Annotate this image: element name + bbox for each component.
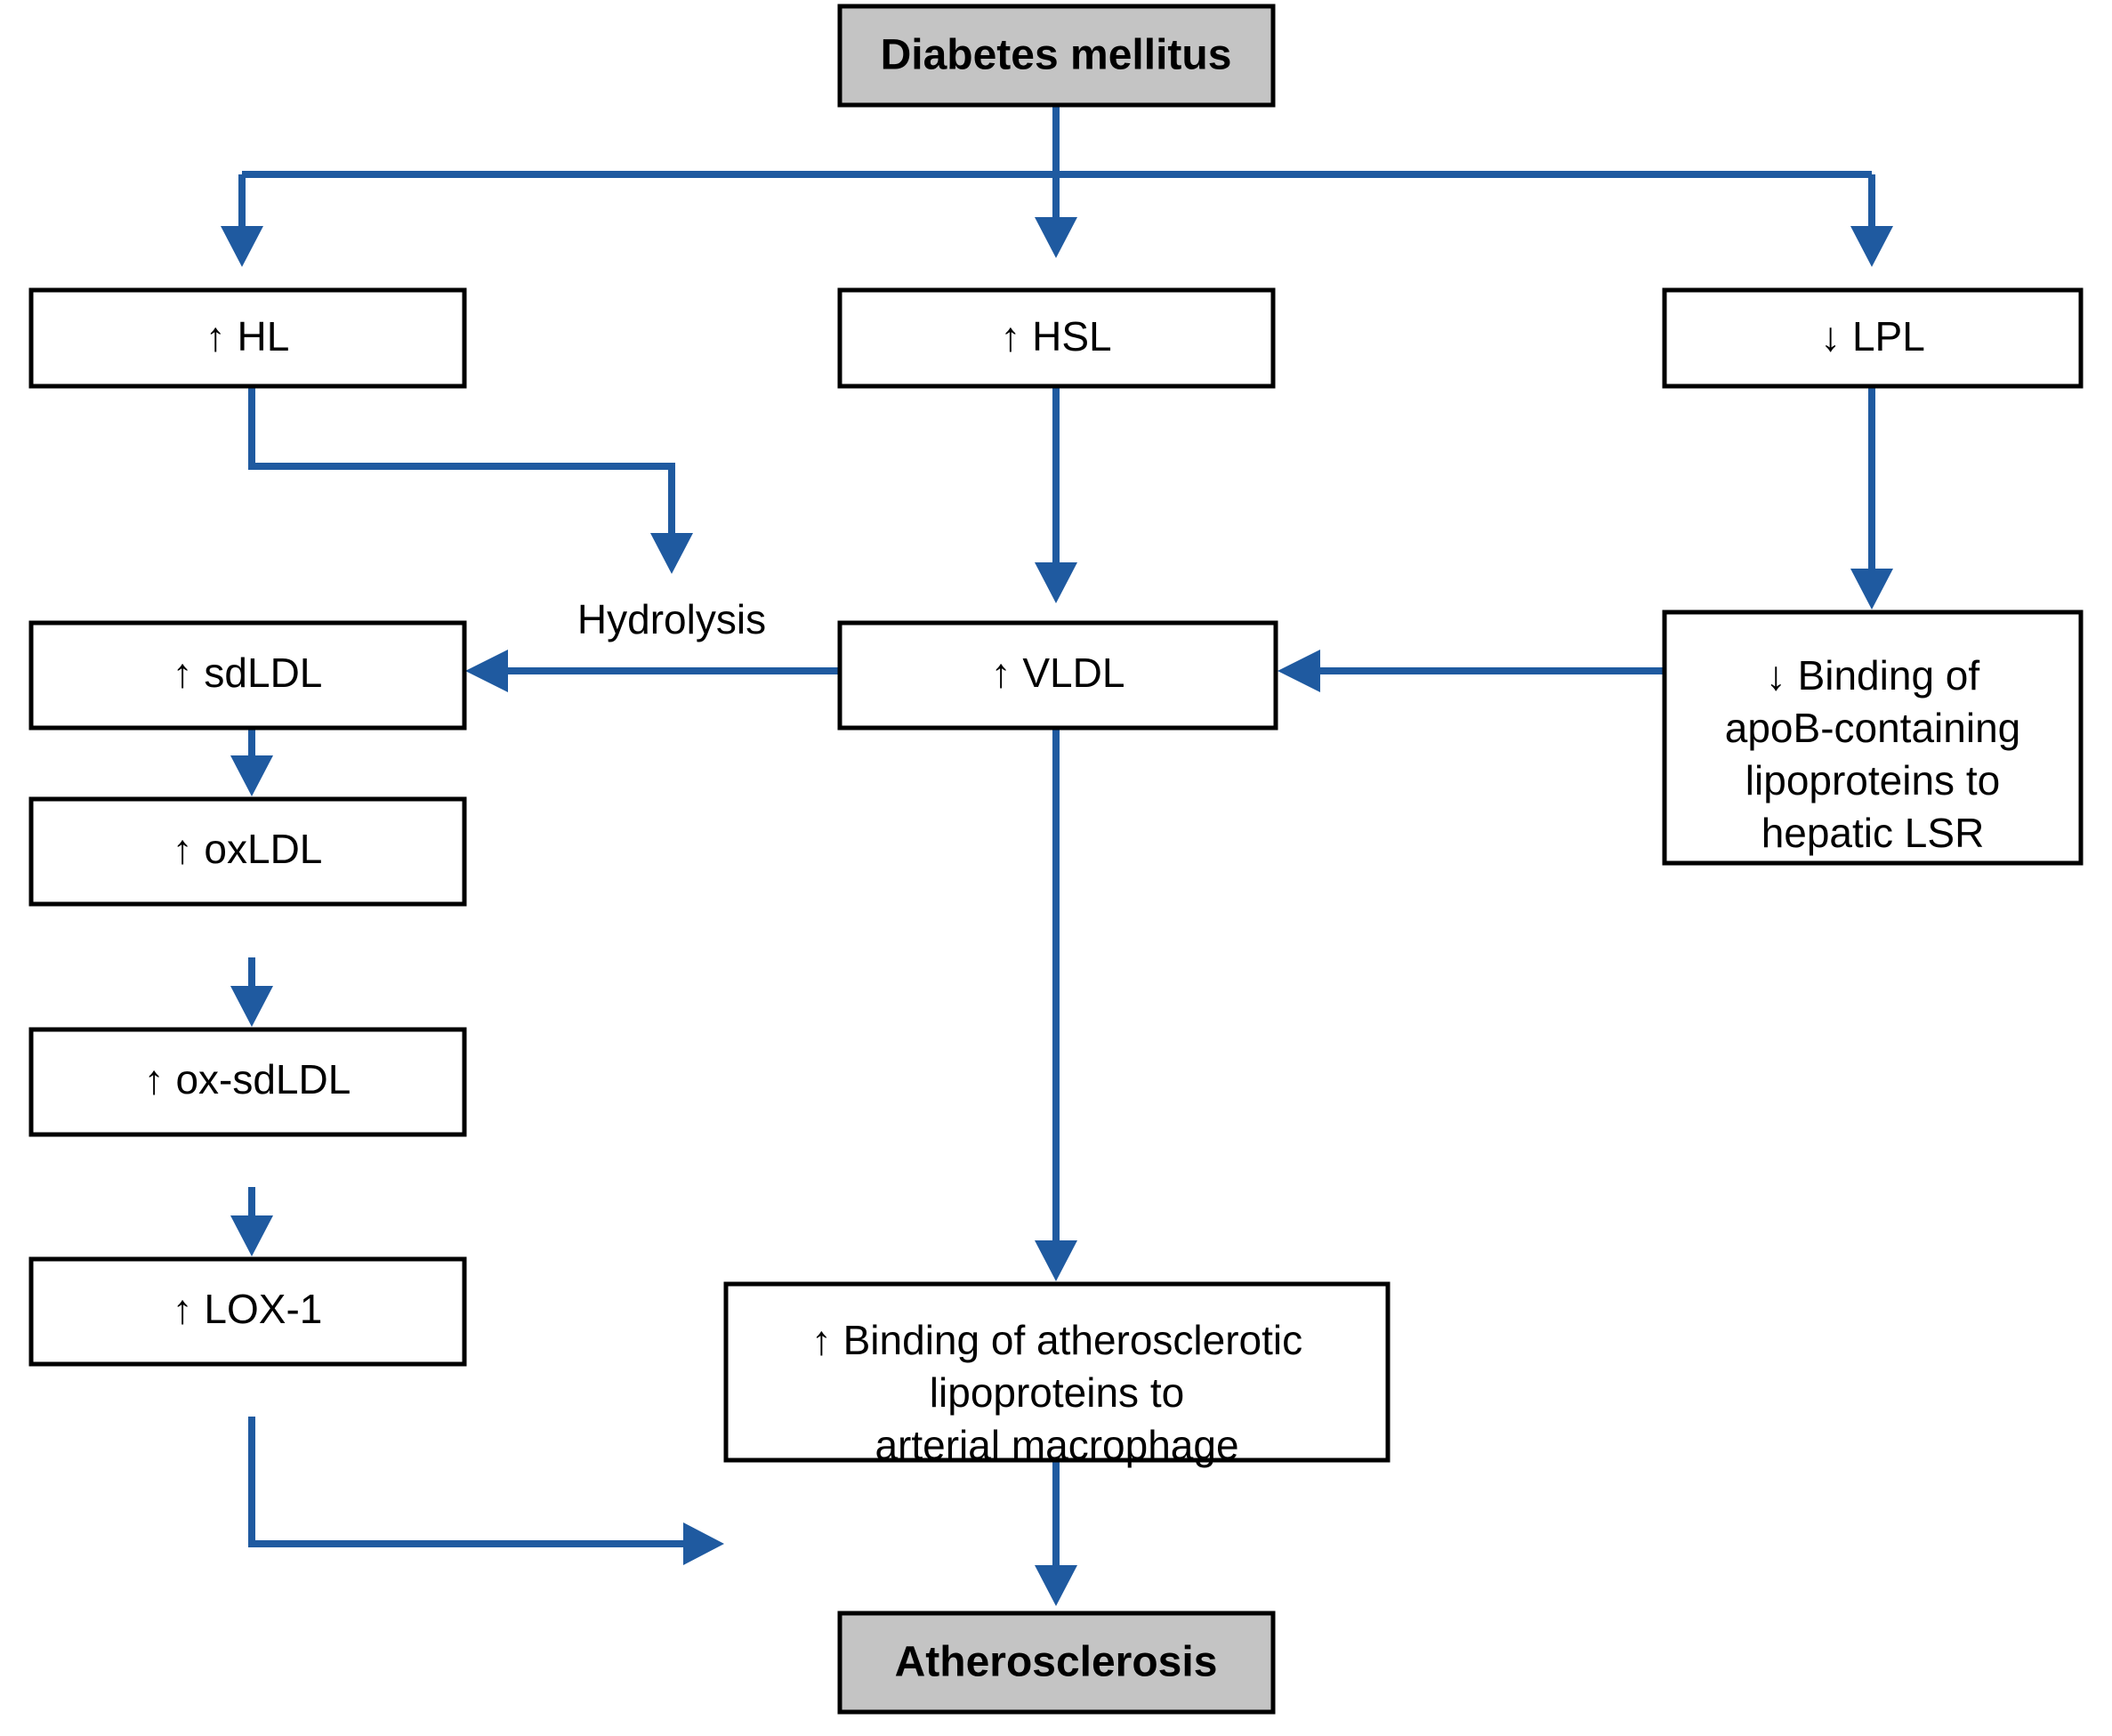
node-hl[interactable]: ↑ HL bbox=[28, 287, 467, 389]
node-arterial-macrophage-line-2: lipoproteins to bbox=[930, 1369, 1184, 1416]
edge-diabetes-to-hl bbox=[221, 174, 263, 267]
node-sdldl-label: ↑ sdLDL bbox=[173, 650, 323, 696]
node-sdldl[interactable]: ↑ sdLDL bbox=[28, 620, 467, 731]
node-atherosclerosis-label: Atherosclerosis bbox=[895, 1639, 1218, 1686]
edge-diabetes-to-lpl bbox=[1850, 174, 1893, 267]
node-hsl-label: ↑ HSL bbox=[1000, 313, 1111, 359]
edge-lsr-to-vldl bbox=[1278, 650, 1665, 692]
edge-lpl-to-lsr bbox=[1850, 386, 1893, 610]
node-hsl[interactable]: ↑ HSL bbox=[837, 287, 1276, 389]
node-ox-sdldl[interactable]: ↑ ox-sdLDL bbox=[28, 1027, 467, 1137]
node-lox1-label: ↑ LOX-1 bbox=[173, 1286, 323, 1332]
node-vldl[interactable]: ↑ VLDL bbox=[837, 620, 1278, 731]
edge-oxldl-to-oxsdldl bbox=[230, 957, 273, 1027]
edge-vldl-to-sdldl bbox=[465, 650, 839, 692]
edge-oxsdldl-to-lox1 bbox=[230, 1187, 273, 1256]
node-lox1[interactable]: ↑ LOX-1 bbox=[28, 1256, 467, 1367]
edge-label-hydrolysis-text: Hydrolysis bbox=[577, 596, 766, 642]
node-arterial-macrophage-line-1: ↑ Binding of atherosclerotic bbox=[811, 1317, 1302, 1363]
edge-vldl-to-macrophage bbox=[1035, 728, 1077, 1281]
edge-label-hydrolysis: Hydrolysis bbox=[577, 596, 766, 642]
edge-sdldl-to-oxldl bbox=[230, 728, 273, 796]
node-lpl[interactable]: ↓ LPL bbox=[1662, 287, 2084, 389]
node-oxldl-label: ↑ oxLDL bbox=[173, 826, 323, 872]
node-diabetes-mellitus[interactable]: Diabetes mellitus bbox=[837, 4, 1276, 108]
node-diabetes-mellitus-label: Diabetes mellitus bbox=[881, 32, 1232, 79]
node-ox-sdldl-label: ↑ ox-sdLDL bbox=[144, 1056, 351, 1102]
node-hl-label: ↑ HL bbox=[206, 313, 290, 359]
edge-diabetes-to-hsl bbox=[1035, 174, 1077, 258]
node-arterial-macrophage[interactable]: ↑ Binding of atherosclerotic lipoprotein… bbox=[723, 1281, 1391, 1468]
node-hepatic-lsr[interactable]: ↓ Binding of apoB-containing lipoprotein… bbox=[1662, 610, 2084, 866]
edge-lox1-to-macrophage bbox=[248, 1417, 724, 1565]
node-oxldl[interactable]: ↑ oxLDL bbox=[28, 796, 467, 907]
node-hepatic-lsr-line-3: lipoproteins to bbox=[1745, 757, 2000, 803]
node-arterial-macrophage-line-3: arterial macrophage bbox=[875, 1422, 1238, 1468]
node-hepatic-lsr-line-4: hepatic LSR bbox=[1761, 810, 1985, 856]
edge-hl-to-hydrolysis bbox=[248, 386, 693, 574]
node-lpl-label: ↓ LPL bbox=[1820, 313, 1925, 359]
node-hepatic-lsr-line-2: apoB-containing bbox=[1725, 705, 2020, 751]
edge-hsl-to-vldl bbox=[1035, 386, 1077, 603]
node-atherosclerosis[interactable]: Atherosclerosis bbox=[837, 1611, 1276, 1715]
node-vldl-label: ↑ VLDL bbox=[991, 650, 1125, 696]
node-hepatic-lsr-line-1: ↓ Binding of bbox=[1766, 652, 1980, 698]
edge-macrophage-to-atherosclerosis bbox=[1035, 1460, 1077, 1606]
